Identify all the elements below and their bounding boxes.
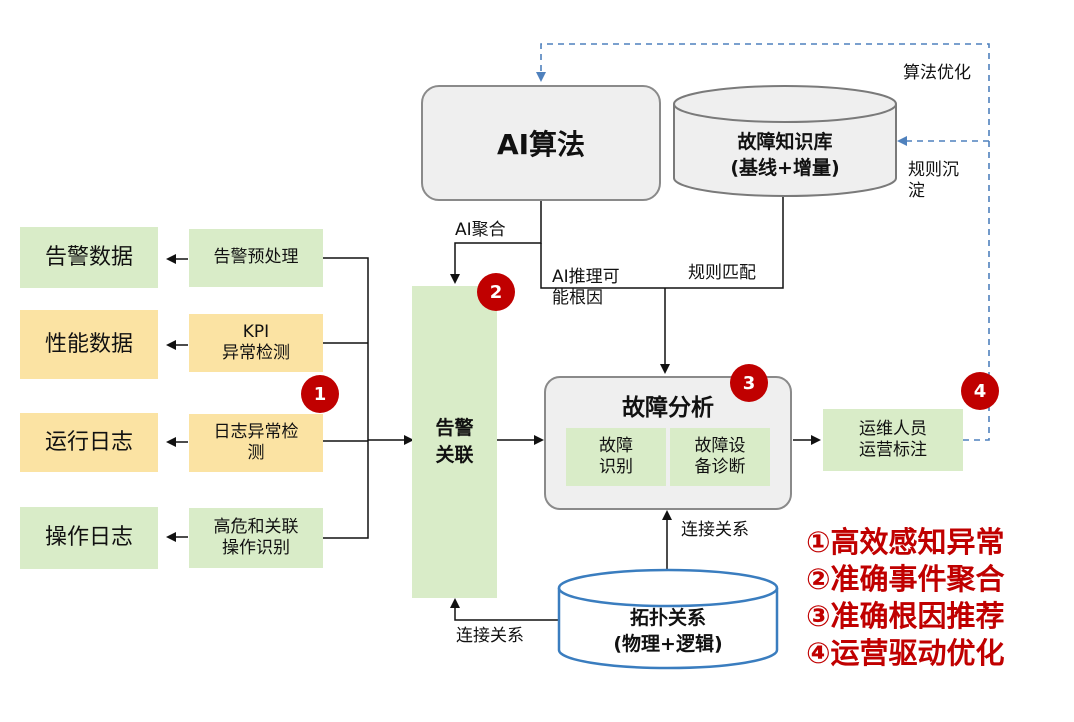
summary-item-4: ④运营驱动优化 [806,636,1005,670]
topology-label: 拓扑关系 (物理+逻辑) [559,606,777,657]
summary-item-1: ①高效感知异常 [806,525,1005,559]
label-connection-left: 连接关系 [456,626,524,646]
label-connection-right: 连接关系 [681,520,749,540]
summary-item-2: ②准确事件聚合 [806,562,1005,596]
summary-item-3: ③准确根因推荐 [806,599,1005,633]
knowledge-base-label: 故障知识库 (基线+增量) [674,130,896,181]
topology-cylinder [557,568,779,670]
kpi-anomaly-box: KPI 异常检测 [189,314,323,372]
label-rule-deposit: 规则沉 淀 [908,160,959,202]
fault-identify-box: 故障 识别 [566,428,666,486]
bus-alarm-preprocess [323,257,369,440]
arrow-topology-to-correlation [450,598,559,621]
operation-identify-box: 高危和关联 操作识别 [189,508,323,568]
ops-annotation-box: 运维人员 运营标注 [823,409,963,471]
line-rule-match [665,194,784,289]
fault-analysis-title: 故障分析 [622,395,714,421]
label-algo-optimize: 算法优化 [903,63,971,83]
log-anomaly-box: 日志异常检 测 [189,414,323,472]
knowledge-base-title: 故障知识库 [737,131,833,153]
fault-device-diagnosis-box: 故障设 备诊断 [670,428,770,486]
dashed-ops-feedback [536,43,990,441]
run-log-box: 运行日志 [20,413,158,472]
badge-2: 2 [477,273,515,311]
knowledge-base-subtitle: (基线+增量) [730,156,840,179]
badge-3: 3 [730,364,768,402]
line-ai-inference [540,243,665,289]
badge-1: 1 [301,375,339,413]
alarm-data-box: 告警数据 [20,227,158,288]
label-rule-match: 规则匹配 [688,263,756,283]
label-ai-inference: AI推理可 能根因 [552,267,620,309]
performance-data-box: 性能数据 [20,310,158,379]
operation-log-box: 操作日志 [20,507,158,569]
alarm-correlation-box: 告警 关联 [412,286,497,598]
topology-subtitle: (物理+逻辑) [613,632,723,655]
ai-algorithm-box: AI算法 [421,85,661,201]
label-ai-aggregate: AI聚合 [455,220,506,240]
knowledge-base-cylinder [673,85,897,197]
alarm-preprocess-box: 告警预处理 [189,229,323,287]
arrow-ai-to-correlation [450,201,542,284]
badge-4: 4 [961,372,999,410]
bus-operation [323,440,369,539]
topology-title: 拓扑关系 [629,607,706,629]
fault-analysis-box: 故障分析 故障 识别 故障设 备诊断 [544,376,792,510]
